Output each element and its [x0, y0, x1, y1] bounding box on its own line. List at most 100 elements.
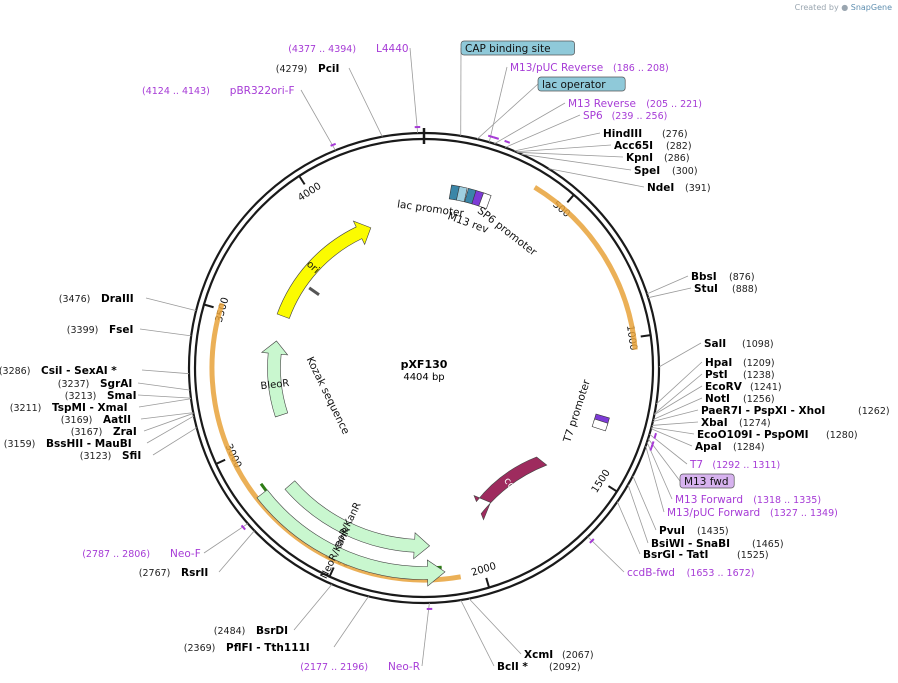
small-feature [456, 186, 468, 203]
site-position: (1465) [752, 539, 784, 550]
site-label: DraIII(3476) [59, 293, 134, 305]
feature-arrow [284, 480, 431, 560]
enzyme-name: FseI [109, 324, 133, 336]
scale-tick [485, 577, 491, 588]
center-label: pXF130 4404 bp [401, 358, 448, 383]
credit-prefix: Created by [794, 3, 839, 12]
primer-name: Neo-R [388, 661, 420, 673]
leader-line [143, 412, 194, 432]
enzyme-name: NotI [705, 393, 730, 405]
site-position: (4279) [276, 64, 308, 75]
primer-mark [487, 134, 494, 139]
leader-line [616, 501, 641, 555]
snapgene-credit: Created by ● SnapGene [795, 3, 892, 12]
site-position: (3286) [0, 366, 30, 377]
feature-label: BleoR [260, 378, 290, 392]
leader-line [138, 398, 192, 408]
scale-label: 1500 [590, 468, 613, 495]
leader-line [645, 445, 665, 513]
site-position: (2369) [184, 643, 216, 654]
leader-line [141, 369, 190, 375]
leader-line [140, 412, 194, 420]
feature-arrow [260, 340, 289, 418]
leader-line [658, 342, 702, 368]
leader-line [651, 426, 695, 435]
enzyme-name: XbaI [701, 417, 728, 429]
site-label: M13 fwd [679, 473, 735, 489]
site-label: M13 Forward(1318 .. 1335) [675, 494, 821, 506]
site-label: T7(1292 .. 1311) [689, 459, 780, 471]
site-label: FseI(3399) [67, 324, 134, 336]
feature-name: CAP binding site [465, 43, 551, 55]
site-position: (1292 .. 1311) [712, 460, 780, 471]
site-label: pBR322ori-F (4124 .. 4143) [142, 85, 295, 97]
site-label: TspMI - XmaI(3211) [10, 402, 128, 414]
site-position: (239 .. 256) [612, 111, 668, 122]
site-position: (276) [662, 129, 688, 140]
backbone [187, 128, 661, 605]
leader-line [648, 287, 692, 299]
leader-line [632, 475, 657, 531]
site-label: PvuI(1435) [659, 525, 729, 537]
site-position: (3167) [71, 427, 103, 438]
site-label: BclI *(2092) [497, 661, 581, 673]
leader-line [649, 433, 688, 465]
leader-line [460, 599, 495, 667]
enzyme-name: BbsI [691, 271, 717, 283]
feature-arrow [473, 456, 548, 521]
site-position: (2177 .. 2196) [300, 662, 368, 673]
site-position: (3211) [10, 403, 42, 414]
snapgene-logo-icon: ● [841, 3, 849, 12]
site-label: PaeR7I - PspXI - XhoI(1262) [701, 405, 890, 417]
site-label: NdeI(391) [647, 182, 711, 194]
enzyme-name: CsiI - SexAI * [41, 365, 117, 377]
site-position: (876) [729, 272, 755, 283]
scale-label: 4000 [296, 181, 323, 204]
enzyme-name: SpeI [634, 165, 660, 177]
site-label: NotI(1256) [705, 393, 775, 405]
primer-name: L4440 [376, 43, 409, 55]
site-label: SalI(1098) [704, 338, 774, 350]
site-label: BsrGI - TatI(1525) [643, 549, 769, 561]
site-position: (1238) [743, 370, 775, 381]
scale-label: 2000 [470, 561, 498, 579]
site-position: (1098) [742, 339, 774, 350]
site-position: (3159) [4, 439, 36, 450]
plasmid-name: pXF130 [401, 358, 448, 371]
leader-line [521, 153, 632, 171]
site-label: BbsI (876) [691, 271, 755, 283]
orange-track-arc [533, 185, 638, 350]
small-feature [478, 192, 492, 210]
site-label: L4440 (4377 .. 4394) [288, 43, 408, 55]
site-labels: PciI(4279)L4440(4377 .. 4394)pBR322ori-F… [0, 40, 890, 673]
site-label: M13 Reverse(205 .. 221) [568, 98, 702, 110]
feature-arrow [276, 220, 372, 319]
scale-tick [203, 303, 214, 309]
site-label: SgrAI(3237) [58, 378, 132, 390]
site-position: (4377 .. 4394) [288, 44, 356, 55]
leader-line [514, 132, 601, 152]
leader-line [651, 421, 699, 426]
site-label: lac operator [537, 76, 626, 92]
site-position: (1327 .. 1349) [770, 508, 838, 519]
enzyme-name: BsrDI [256, 625, 288, 637]
leader-line [655, 361, 703, 405]
enzyme-name: SmaI [107, 390, 137, 402]
leader-line [647, 438, 681, 482]
enzyme-name: ZraI [113, 426, 137, 438]
enzyme-name: ApaI [695, 441, 722, 453]
site-position: (2092) [549, 662, 581, 673]
site-label: BsrDI (2484) [214, 625, 288, 637]
site-position: (282) [666, 141, 692, 152]
site-position: (2787 .. 2806) [82, 549, 150, 560]
site-position: (4124 .. 4143) [142, 86, 210, 97]
enzyme-name: HindIII [603, 128, 642, 140]
primer-name: pBR322ori-F [230, 85, 295, 97]
enzyme-name: BsiWI - SnaBI [651, 538, 730, 550]
site-position: (1280) [826, 430, 858, 441]
site-position: (1525) [737, 550, 769, 561]
site-label: M13/pUC Forward(1327 .. 1349) [667, 507, 838, 519]
site-position: (2484) [214, 626, 246, 637]
site-position: (3123) [80, 451, 112, 462]
